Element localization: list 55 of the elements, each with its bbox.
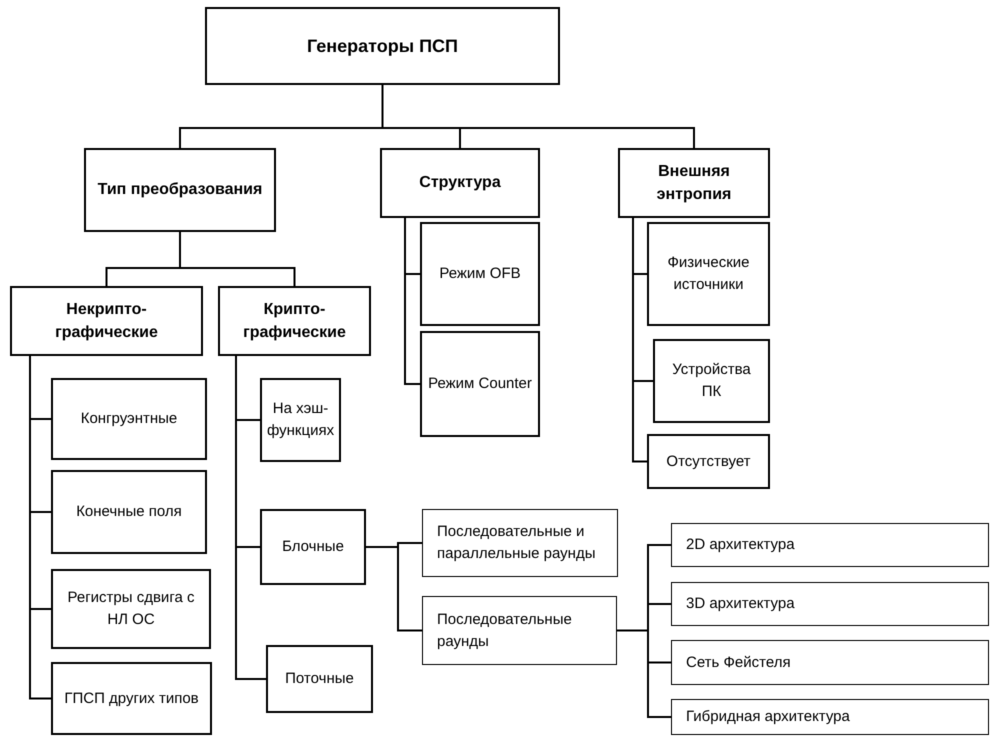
box-label: Гибридная архитектура <box>686 707 850 728</box>
box-label: Конгруэнтные <box>80 409 178 430</box>
box-label: Тип преобразования <box>98 180 262 200</box>
box-label: Конечные поля <box>76 502 182 522</box>
box-label: ГПСП других типов <box>64 688 199 709</box>
box-label: Поточные <box>285 669 354 690</box>
category-box <box>647 222 770 326</box>
category-box <box>84 148 276 232</box>
category-box <box>671 582 989 626</box>
connector-line <box>235 356 266 680</box>
box-label: Структура <box>419 173 501 194</box>
box-label: Регистры сдвига с НЛ ОС <box>66 588 196 630</box>
category-box <box>380 148 540 218</box>
box-label: Сеть Фейстеля <box>686 652 791 673</box>
category-box <box>205 7 560 85</box>
box-label: Блочные <box>282 537 344 558</box>
box-label: Крипто-графические <box>242 300 347 343</box>
category-box <box>260 509 366 585</box>
category-box <box>266 645 373 713</box>
connector-line <box>29 356 51 700</box>
box-label: 3D архитектура <box>686 594 795 614</box>
category-box <box>51 569 211 649</box>
category-box <box>653 339 770 423</box>
category-box <box>51 378 207 460</box>
connector-line <box>404 218 420 385</box>
category-box <box>618 148 770 218</box>
box-label: Последовательные и параллельные раунды <box>437 522 596 564</box>
box-label: Режим Counter <box>428 374 532 394</box>
category-box <box>422 509 618 577</box>
category-box <box>10 286 203 356</box>
box-label: Некрипто-графические <box>54 300 159 343</box>
box-label: Последовательные раунды <box>437 610 573 652</box>
category-box <box>420 331 540 437</box>
connector-line <box>366 546 422 632</box>
category-box <box>671 699 989 735</box>
category-box <box>422 596 617 665</box>
category-box <box>51 662 212 735</box>
box-label: На хэш-функциях <box>266 399 334 441</box>
connector-line <box>382 85 695 148</box>
box-label: Внешняя энтропия <box>656 162 732 205</box>
category-box <box>218 286 371 356</box>
box-label: Генераторы ПСП <box>306 34 458 58</box>
box-label: Физические источники <box>666 253 750 295</box>
box-label: Отсутствует <box>666 452 751 472</box>
category-box <box>420 222 540 326</box>
box-label: Устройства ПК <box>671 360 752 402</box>
box-label: Режим OFB <box>439 264 521 284</box>
category-box <box>51 470 207 554</box>
category-box <box>647 434 770 489</box>
category-box <box>260 378 341 462</box>
category-box <box>671 523 989 567</box>
category-box <box>671 640 989 685</box>
connector-line <box>632 218 647 462</box>
connector-line <box>179 232 296 286</box>
box-label: 2D архитектура <box>686 535 795 556</box>
